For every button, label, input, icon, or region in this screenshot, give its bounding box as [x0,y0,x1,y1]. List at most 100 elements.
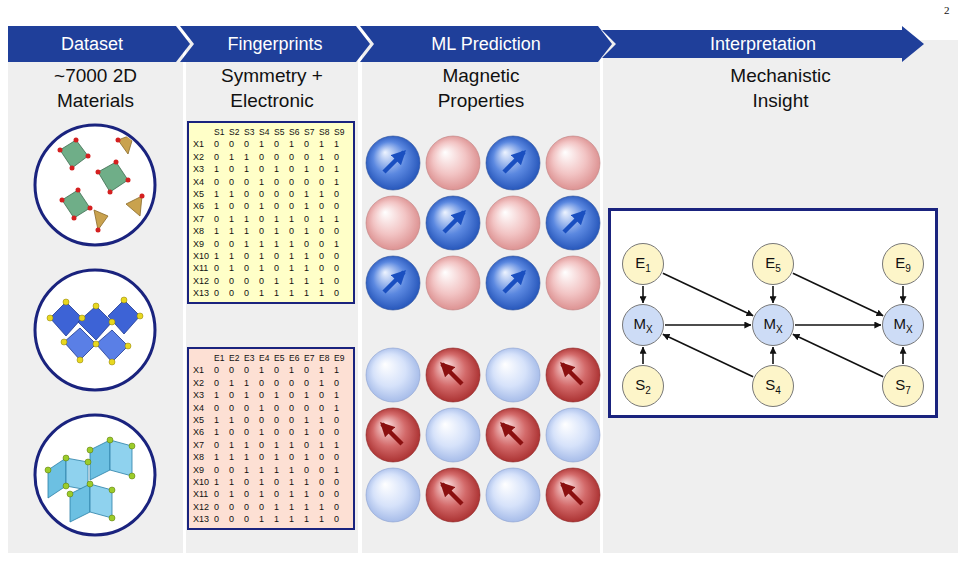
table-cell: 1 [304,501,319,513]
column-header: E7 [304,352,319,364]
table-cell: 1 [274,238,289,250]
table-cell: 0 [319,389,334,401]
table-cell: 0 [259,389,274,401]
causal-arrow [772,347,774,364]
table-cell: 1 [244,225,259,237]
spin-arrow [444,212,464,232]
page-number: 2 [944,4,950,16]
table-cell: 1 [274,501,289,513]
spin-sphere [486,348,540,402]
table-cell: 0 [229,426,244,438]
table-cell: 0 [229,513,244,525]
node-label: S7 [895,376,911,396]
table-cell: 1 [259,364,274,376]
table-cell: 1 [259,200,274,212]
node-label: MX [893,315,912,335]
table-cell: 0 [244,138,259,150]
table-cell: 1 [304,262,319,274]
chevron-fill [602,26,924,62]
table-cell: 1 [214,225,229,237]
table-cell: 0 [319,176,334,188]
table-cell: 1 [244,439,259,451]
column-header: E4 [259,352,274,364]
table-cell: X11 [193,262,214,274]
table-cell: 0 [244,200,259,212]
table-cell: 0 [274,200,289,212]
table-cell: X9 [193,464,214,476]
node-label: S2 [635,376,651,396]
chevron-fill [8,26,190,62]
table-cell: 1 [319,287,334,299]
spin-sphere [426,468,480,522]
table-cell: 0 [289,414,304,426]
table-cell: 1 [304,451,319,463]
table-cell: 0 [274,262,289,274]
table-cell: 1 [259,287,274,299]
spin-arrow [502,424,522,444]
table-cell: 0 [334,262,349,274]
column-header: E5 [274,352,289,364]
table-cell: 1 [334,176,349,188]
table-cell: 0 [334,287,349,299]
table-cell: 1 [289,275,304,287]
table-cell: 1 [304,250,319,262]
graph-node: E1 [622,243,664,285]
causal-arrow [642,286,644,303]
table-cell: 1 [244,464,259,476]
table-cell: 0 [229,501,244,513]
table-cell: 1 [244,213,259,225]
table-cell: 1 [304,389,319,401]
table-cell: 0 [289,377,304,389]
table-cell: 0 [214,439,229,451]
table-cell: 0 [274,188,289,200]
node-label: MX [763,315,782,335]
table-cell: X13 [193,513,214,525]
spin-sphere [486,256,540,310]
table-cell: X3 [193,163,214,175]
table-cell: 0 [304,176,319,188]
table-cell: 1 [274,451,289,463]
table-cell: 0 [229,287,244,299]
table-cell: X1 [193,138,214,150]
graph-node: S2 [622,365,664,407]
table-cell: 1 [334,163,349,175]
table-cell: 0 [274,377,289,389]
table-cell: 0 [259,377,274,389]
causal-arrow [642,347,644,364]
table-cell: 0 [319,402,334,414]
table-cell: 0 [274,476,289,488]
spin-arrow [562,364,582,384]
table-cell: X5 [193,414,214,426]
table-cell: 0 [259,151,274,163]
table-cell: 0 [244,476,259,488]
table-cell: 0 [334,250,349,262]
table-cell: X4 [193,176,214,188]
table-cell: 0 [334,225,349,237]
table-grid: E1E2E3E4E5E6E7E8E9X1000101011X2011000010… [193,352,349,525]
column-header: S4 [259,126,274,138]
table-cell: 0 [319,250,334,262]
table-cell: 1 [319,439,334,451]
table-cell: 0 [304,364,319,376]
spin-arrow [382,424,402,444]
spin-sphere [366,468,420,522]
table-cell: 1 [289,250,304,262]
table-cell: 0 [289,402,304,414]
table-cell: 0 [214,402,229,414]
spin-arrow [442,484,462,504]
table-cell: 0 [304,377,319,389]
spin-sphere [426,408,480,462]
table-cell: X2 [193,377,214,389]
causal-arrow [772,286,774,303]
chevron-fill [180,26,370,62]
table-cell: 0 [274,176,289,188]
panel-heading-wrap: Magnetic Properties [362,64,600,113]
panel-heading-wrap: Symmetry + Electronic [186,64,358,113]
table-cell: X13 [193,287,214,299]
stage-title: Interpretation [710,34,816,55]
table-cell: 0 [319,225,334,237]
table-cell: 1 [259,488,274,500]
table-cell: 0 [304,213,319,225]
table-cell: 0 [244,188,259,200]
table-cell: 0 [214,176,229,188]
